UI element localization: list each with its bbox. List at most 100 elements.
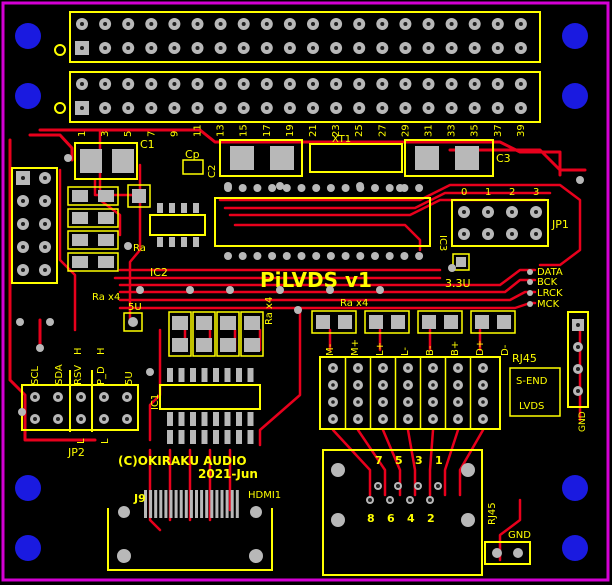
- gpio-pin-label: 23: [331, 124, 342, 137]
- ic3-pads: [224, 184, 424, 260]
- c2-outline: [219, 139, 303, 177]
- rj45-header-drill: [431, 417, 435, 421]
- jp1-pad-bottom-3-drill: [534, 232, 538, 236]
- rj45-header-drill: [456, 366, 460, 370]
- ra-vert-pad-a: [244, 316, 260, 330]
- cp-outline: [182, 159, 204, 175]
- hdmi-pin: [159, 490, 163, 518]
- ra-x4-vertical-label: Ra x4: [264, 297, 275, 325]
- rj45-header-drill: [481, 400, 485, 404]
- jp1-pad-top-1-drill: [486, 210, 490, 214]
- lvds-pair-label: M+: [350, 339, 361, 356]
- rj45-pin-label-bottom: 8: [367, 512, 375, 525]
- l-label-2: L: [100, 438, 111, 444]
- jp2-pad-bottom-3-drill: [102, 417, 106, 421]
- ic3-outline: [214, 197, 431, 247]
- via: [276, 182, 284, 190]
- j9-label: J9: [133, 492, 146, 505]
- jp1-pin-label: 3: [533, 187, 539, 198]
- rj45-pin-1-drill: [436, 484, 440, 488]
- jp1-pin-label: 2: [509, 187, 515, 198]
- rj45-connector-outline: [322, 449, 483, 576]
- gpio-bottom-pad-27-drill: [380, 106, 385, 110]
- lvds-res-pad-b: [338, 315, 352, 329]
- via: [36, 344, 44, 352]
- signal-mck-label: MCK: [537, 299, 560, 310]
- ic1-fan-pad: [178, 430, 185, 444]
- ic2-pad-top: [157, 203, 163, 213]
- hdmi-pin: [164, 490, 168, 518]
- rj45-pin-5-drill: [396, 484, 400, 488]
- ic3-pad-bottom: [224, 252, 232, 260]
- rj45-header-drill: [381, 400, 385, 404]
- gnd-side-label: GND: [578, 411, 588, 432]
- lvds-res-pad-b: [444, 315, 458, 329]
- hdmi-pin: [230, 490, 234, 518]
- gpio-pin-label: 5: [123, 131, 134, 137]
- bck-test-point: [527, 279, 533, 285]
- gpio-top-pad-5-drill: [126, 46, 131, 50]
- gnd-bottom-outline: [484, 541, 531, 565]
- ic1-pad-bottom: [178, 412, 185, 426]
- ra-left-pad-b: [98, 234, 114, 246]
- ic1-outline: [159, 384, 261, 410]
- gpio-pin-label: 27: [377, 124, 388, 137]
- vias: [16, 154, 584, 416]
- rj45-pin-7-drill: [376, 484, 380, 488]
- gpio-top-pad-28-drill: [380, 22, 385, 26]
- jp2-pad-top-3-drill: [102, 395, 106, 399]
- rj45-shield-3: [331, 513, 345, 527]
- sda-label: SDA: [54, 364, 65, 385]
- gpio-top-pad-36-drill: [472, 22, 477, 26]
- lrck-test-point: [527, 290, 533, 296]
- rj45-header-drill: [456, 417, 460, 421]
- gpio-bottom-pad-14-drill: [218, 82, 223, 86]
- rsv-label: RSV: [73, 365, 84, 385]
- lvds-res-pad-a: [316, 315, 330, 329]
- ra-vert-outline: [168, 311, 192, 357]
- gpio-top-pad-38-drill: [495, 22, 500, 26]
- p-d-label: P_D: [96, 366, 107, 385]
- gpio-pin-label: 29: [400, 124, 411, 137]
- ra-vert-pad-a: [220, 316, 236, 330]
- hdmi-shield-3: [117, 549, 131, 563]
- gpio-top-pad-24-drill: [334, 22, 339, 26]
- rj45-header-drill: [481, 417, 485, 421]
- gpio-top-pad-8-drill: [149, 22, 154, 26]
- gpio-top-pad-1-drill: [80, 46, 84, 50]
- rj45-header-drill: [406, 366, 410, 370]
- ic1-fan-pad: [190, 430, 196, 444]
- cp-label: Cp: [185, 148, 200, 161]
- rj45-pin-label-bottom: 6: [387, 512, 395, 525]
- rj45-shield-2: [461, 463, 475, 477]
- ic2-pad-bottom: [157, 237, 163, 247]
- ic1-fan-pad: [167, 430, 173, 444]
- left-jumper-pad-a-3-drill: [21, 245, 25, 249]
- gpio-pin-label: 11: [193, 124, 204, 137]
- ra-vert-outline: [192, 311, 216, 357]
- hdmi-pin: [235, 490, 239, 518]
- ic1-fan-pad: [247, 430, 254, 444]
- gpio-bottom-pad-5-drill: [126, 106, 131, 110]
- gpio-top-pad-4-drill: [103, 22, 108, 26]
- ra-left-outline: [67, 186, 119, 206]
- ic2-pad-top: [169, 203, 175, 213]
- gpio-bottom-pad-12-drill: [195, 82, 200, 86]
- gpio-bottom-pad-7-drill: [149, 106, 154, 110]
- ra-vert-outline: [240, 311, 264, 357]
- lvds-res-pad-a: [475, 315, 489, 329]
- xt1-label: XT1: [332, 134, 351, 145]
- ra-left-pad-b: [98, 212, 114, 224]
- left-jumper-pads: [16, 171, 51, 276]
- gpio-pin-label: 19: [285, 124, 296, 137]
- gpio-bottom-pad-15-drill: [241, 106, 246, 110]
- rj45-header-drill: [356, 417, 360, 421]
- ic3-pad-top: [415, 184, 424, 192]
- left-jumper-pad-a-4-drill: [21, 268, 25, 272]
- gpio-top-pad-7-drill: [149, 46, 154, 50]
- hdmi-pin: [179, 490, 183, 518]
- copper-traces: [8, 128, 587, 562]
- gpio-bottom-pad-36-drill: [472, 82, 477, 86]
- jp1-pad-bottom-1-drill: [486, 232, 490, 236]
- ic3-pad-top: [238, 184, 247, 192]
